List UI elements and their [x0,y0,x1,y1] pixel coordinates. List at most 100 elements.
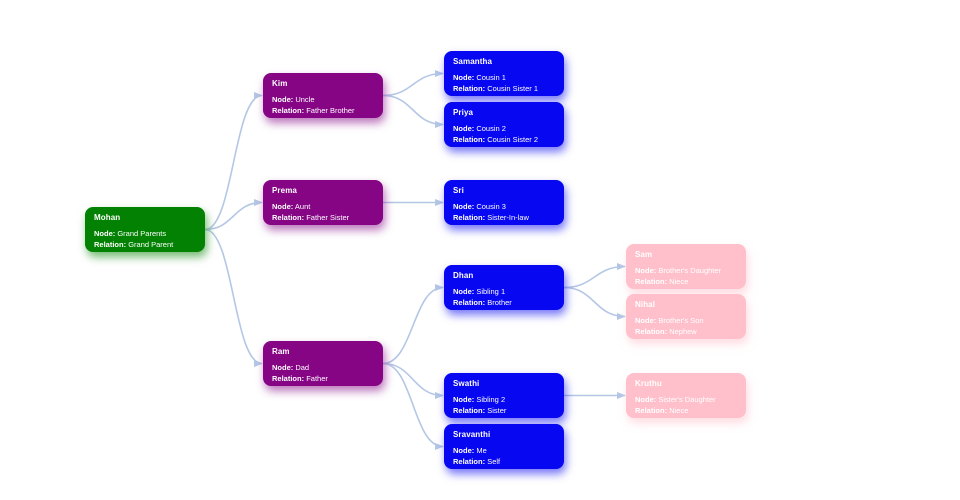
edge-dhan-nihal [563,286,626,320]
node-value: Brother's Son [658,316,704,325]
node-relation-line: Relation: Niece [635,406,737,417]
node-value: Aunt [294,202,311,211]
node-value: Uncle [295,95,315,104]
node-value: Cousin 2 [476,124,506,133]
relation-value: Father [306,373,328,383]
node-value: Sibling 1 [476,287,506,296]
relation-value: Self [487,456,501,466]
node-label: Node: [272,363,294,372]
node-relation-line: Relation: Niece [635,277,737,288]
relation-value: Niece [669,405,689,415]
relation-label: Relation: [453,212,486,222]
edge-ram-sravanthi [382,362,444,450]
relation-value: Cousin Sister 2 [487,134,539,144]
edge-mohan-ram [204,228,263,367]
node-node-line: Node: Brother's Daughter [635,266,737,277]
edge-kim-priya [382,94,444,128]
node-label: Node: [453,73,475,82]
relation-label: Relation: [272,373,305,383]
node-node-line: Node: Cousin 1 [453,73,555,84]
node-title: Samantha [453,57,493,66]
node-title: Kruthu [635,379,662,388]
node-label: Node: [453,395,475,404]
relation-label: Relation: [453,83,486,93]
node-relation-line: Relation: Sister-In-law [453,213,555,224]
node-node-line: Node: Cousin 2 [453,124,555,135]
node-node-line: Node: Grand Parents [94,229,196,240]
node-node-line: Node: Cousin 3 [453,202,555,213]
node-title: Sravanthi [453,430,491,439]
node-node-line: Node: Uncle [272,95,374,106]
relation-value: Sister-In-law [487,212,529,222]
edge-dhan-sam [563,263,626,289]
relation-label: Relation: [453,405,486,415]
node-title: Nihal [635,300,656,309]
node-relation-line: Relation: Cousin Sister 1 [453,84,555,95]
relation-label: Relation: [635,326,668,336]
relation-label: Relation: [272,212,305,222]
node-title: Sri [453,186,464,195]
node-node-line: Node: Aunt [272,202,374,213]
node-value: Grand Parents [117,229,167,238]
relation-value: Cousin Sister 1 [487,83,539,93]
node-relation-line: Relation: Father Sister [272,213,374,224]
relation-label: Relation: [272,105,305,115]
edge-mohan-kim [204,92,263,231]
node-label: Node: [453,287,475,296]
edge-kim-samantha [382,70,444,97]
relation-label: Relation: [453,134,486,144]
node-node-line: Node: Dad [272,363,374,374]
node-label: Node: [453,446,475,455]
relation-value: Grand Parent [128,239,174,249]
relation-label: Relation: [635,276,668,286]
relation-label: Relation: [635,405,668,415]
node-label: Node: [453,124,475,133]
node-title: Ram [272,347,290,356]
node-title: Prema [272,186,297,195]
node-label: Node: [94,229,116,238]
relation-value: Sister [487,405,507,415]
relation-value: Brother [487,297,512,307]
node-value: Me [476,446,487,455]
node-label: Node: [635,395,657,404]
node-node-line: Node: Sibling 2 [453,395,555,406]
edge-ram-dhan [382,284,444,365]
node-value: Sister's Daughter [658,395,716,404]
node-value: Dad [295,363,310,372]
relation-value: Father Brother [306,105,355,115]
node-relation-line: Relation: Sister [453,406,555,417]
relation-value: Nephew [669,326,697,336]
node-title: Priya [453,108,474,117]
node-value: Brother's Daughter [658,266,722,275]
node-node-line: Node: Sister's Daughter [635,395,737,406]
node-relation-line: Relation: Nephew [635,327,737,338]
node-label: Node: [635,316,657,325]
relation-label: Relation: [453,297,486,307]
node-title: Sam [635,250,653,259]
node-label: Node: [272,202,294,211]
node-relation-line: Relation: Self [453,457,555,468]
relation-label: Relation: [453,456,486,466]
node-relation-line: Relation: Cousin Sister 2 [453,135,555,146]
node-relation-line: Relation: Grand Parent [94,240,196,251]
node-title: Kim [272,79,288,88]
node-relation-line: Relation: Brother [453,298,555,309]
node-node-line: Node: Me [453,446,555,457]
node-value: Sibling 2 [476,395,506,404]
node-relation-line: Relation: Father Brother [272,106,374,117]
